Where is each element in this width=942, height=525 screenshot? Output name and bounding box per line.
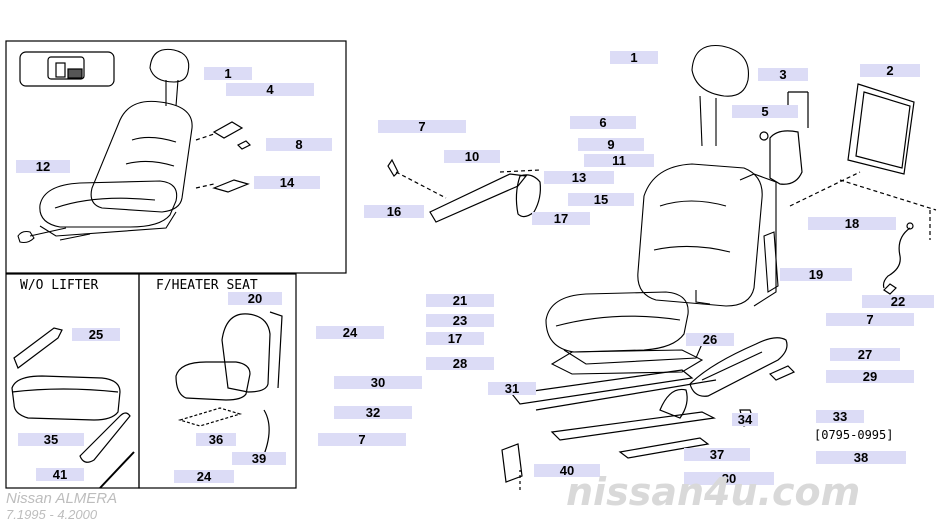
callout-22[interactable]: 22 <box>862 295 934 308</box>
harness-drawing <box>882 222 914 295</box>
callout-17a[interactable]: 17 <box>532 212 590 225</box>
callout-15[interactable]: 15 <box>568 193 634 206</box>
callout-24a[interactable]: 24 <box>316 326 384 339</box>
dashboard-icon <box>19 51 115 87</box>
callout-30a[interactable]: 30 <box>334 376 422 389</box>
inset-label-wo-lifter: W/O LIFTER <box>20 278 99 293</box>
callout-29[interactable]: 29 <box>826 370 914 383</box>
callout-6[interactable]: 6 <box>570 116 636 129</box>
callout-40[interactable]: 40 <box>534 464 600 477</box>
callout-41[interactable]: 41 <box>36 468 84 481</box>
callout-4[interactable]: 4 <box>226 83 314 96</box>
lower-bracket <box>501 443 523 490</box>
inset-label-heater-seat: F/HEATER SEAT <box>156 278 258 293</box>
inset-frames <box>5 40 347 489</box>
inset-seat-drawing <box>17 48 193 244</box>
inset-wo-lifter-drawing <box>11 327 135 489</box>
watermark-text: nissan4u.com <box>566 470 861 514</box>
callout-23[interactable]: 23 <box>426 314 494 327</box>
callout-26[interactable]: 26 <box>686 333 734 346</box>
callout-8[interactable]: 8 <box>266 138 332 151</box>
callout-2[interactable]: 2 <box>860 64 920 77</box>
callout-21[interactable]: 21 <box>426 294 494 307</box>
callout-31[interactable]: 31 <box>488 382 536 395</box>
callout-1a[interactable]: 1 <box>204 67 252 80</box>
callout-24b[interactable]: 24 <box>174 470 234 483</box>
callout-9[interactable]: 9 <box>578 138 644 151</box>
callout-7a[interactable]: 7 <box>378 120 466 133</box>
inset-heater-drawing <box>175 311 283 465</box>
inset-hardware <box>195 121 252 193</box>
callout-18[interactable]: 18 <box>808 217 896 230</box>
callout-1b[interactable]: 1 <box>610 51 658 64</box>
callout-37[interactable]: 37 <box>684 448 750 461</box>
seatback-board <box>847 83 915 175</box>
callout-20[interactable]: 20 <box>228 292 282 305</box>
dashed-leaders <box>395 169 937 240</box>
callout-19[interactable]: 19 <box>780 268 852 281</box>
callout-27[interactable]: 27 <box>830 348 900 361</box>
callout-35[interactable]: 35 <box>18 433 84 446</box>
callout-25[interactable]: 25 <box>72 328 120 341</box>
callout-12[interactable]: 12 <box>16 160 70 173</box>
date-range-code: [0795-0995] <box>814 428 894 442</box>
callout-10[interactable]: 10 <box>444 150 500 163</box>
seat-frame-rails <box>510 337 796 459</box>
main-seat-back <box>637 44 779 307</box>
footer-period: 7.1995 - 4.2000 <box>6 507 98 522</box>
callout-33[interactable]: 33 <box>816 410 864 423</box>
callout-3[interactable]: 3 <box>758 68 808 81</box>
callout-30b[interactable]: 30 <box>684 472 774 485</box>
callout-7b[interactable]: 7 <box>826 313 914 326</box>
callout-28[interactable]: 28 <box>426 357 494 370</box>
main-seat-cushion <box>545 291 704 375</box>
callout-16[interactable]: 16 <box>364 205 424 218</box>
footer-model: Nissan ALMERA <box>6 490 118 507</box>
callout-5[interactable]: 5 <box>732 105 798 118</box>
callout-39[interactable]: 39 <box>232 452 286 465</box>
callout-38[interactable]: 38 <box>816 451 906 464</box>
callout-34[interactable]: 34 <box>732 413 758 426</box>
callout-36[interactable]: 36 <box>196 433 236 446</box>
callout-32[interactable]: 32 <box>334 406 412 419</box>
callout-13[interactable]: 13 <box>544 171 614 184</box>
callout-11[interactable]: 11 <box>584 154 654 167</box>
callout-17b[interactable]: 17 <box>426 332 484 345</box>
callout-14[interactable]: 14 <box>254 176 320 189</box>
callout-7c[interactable]: 7 <box>318 433 406 446</box>
headrest-guide <box>759 91 809 185</box>
